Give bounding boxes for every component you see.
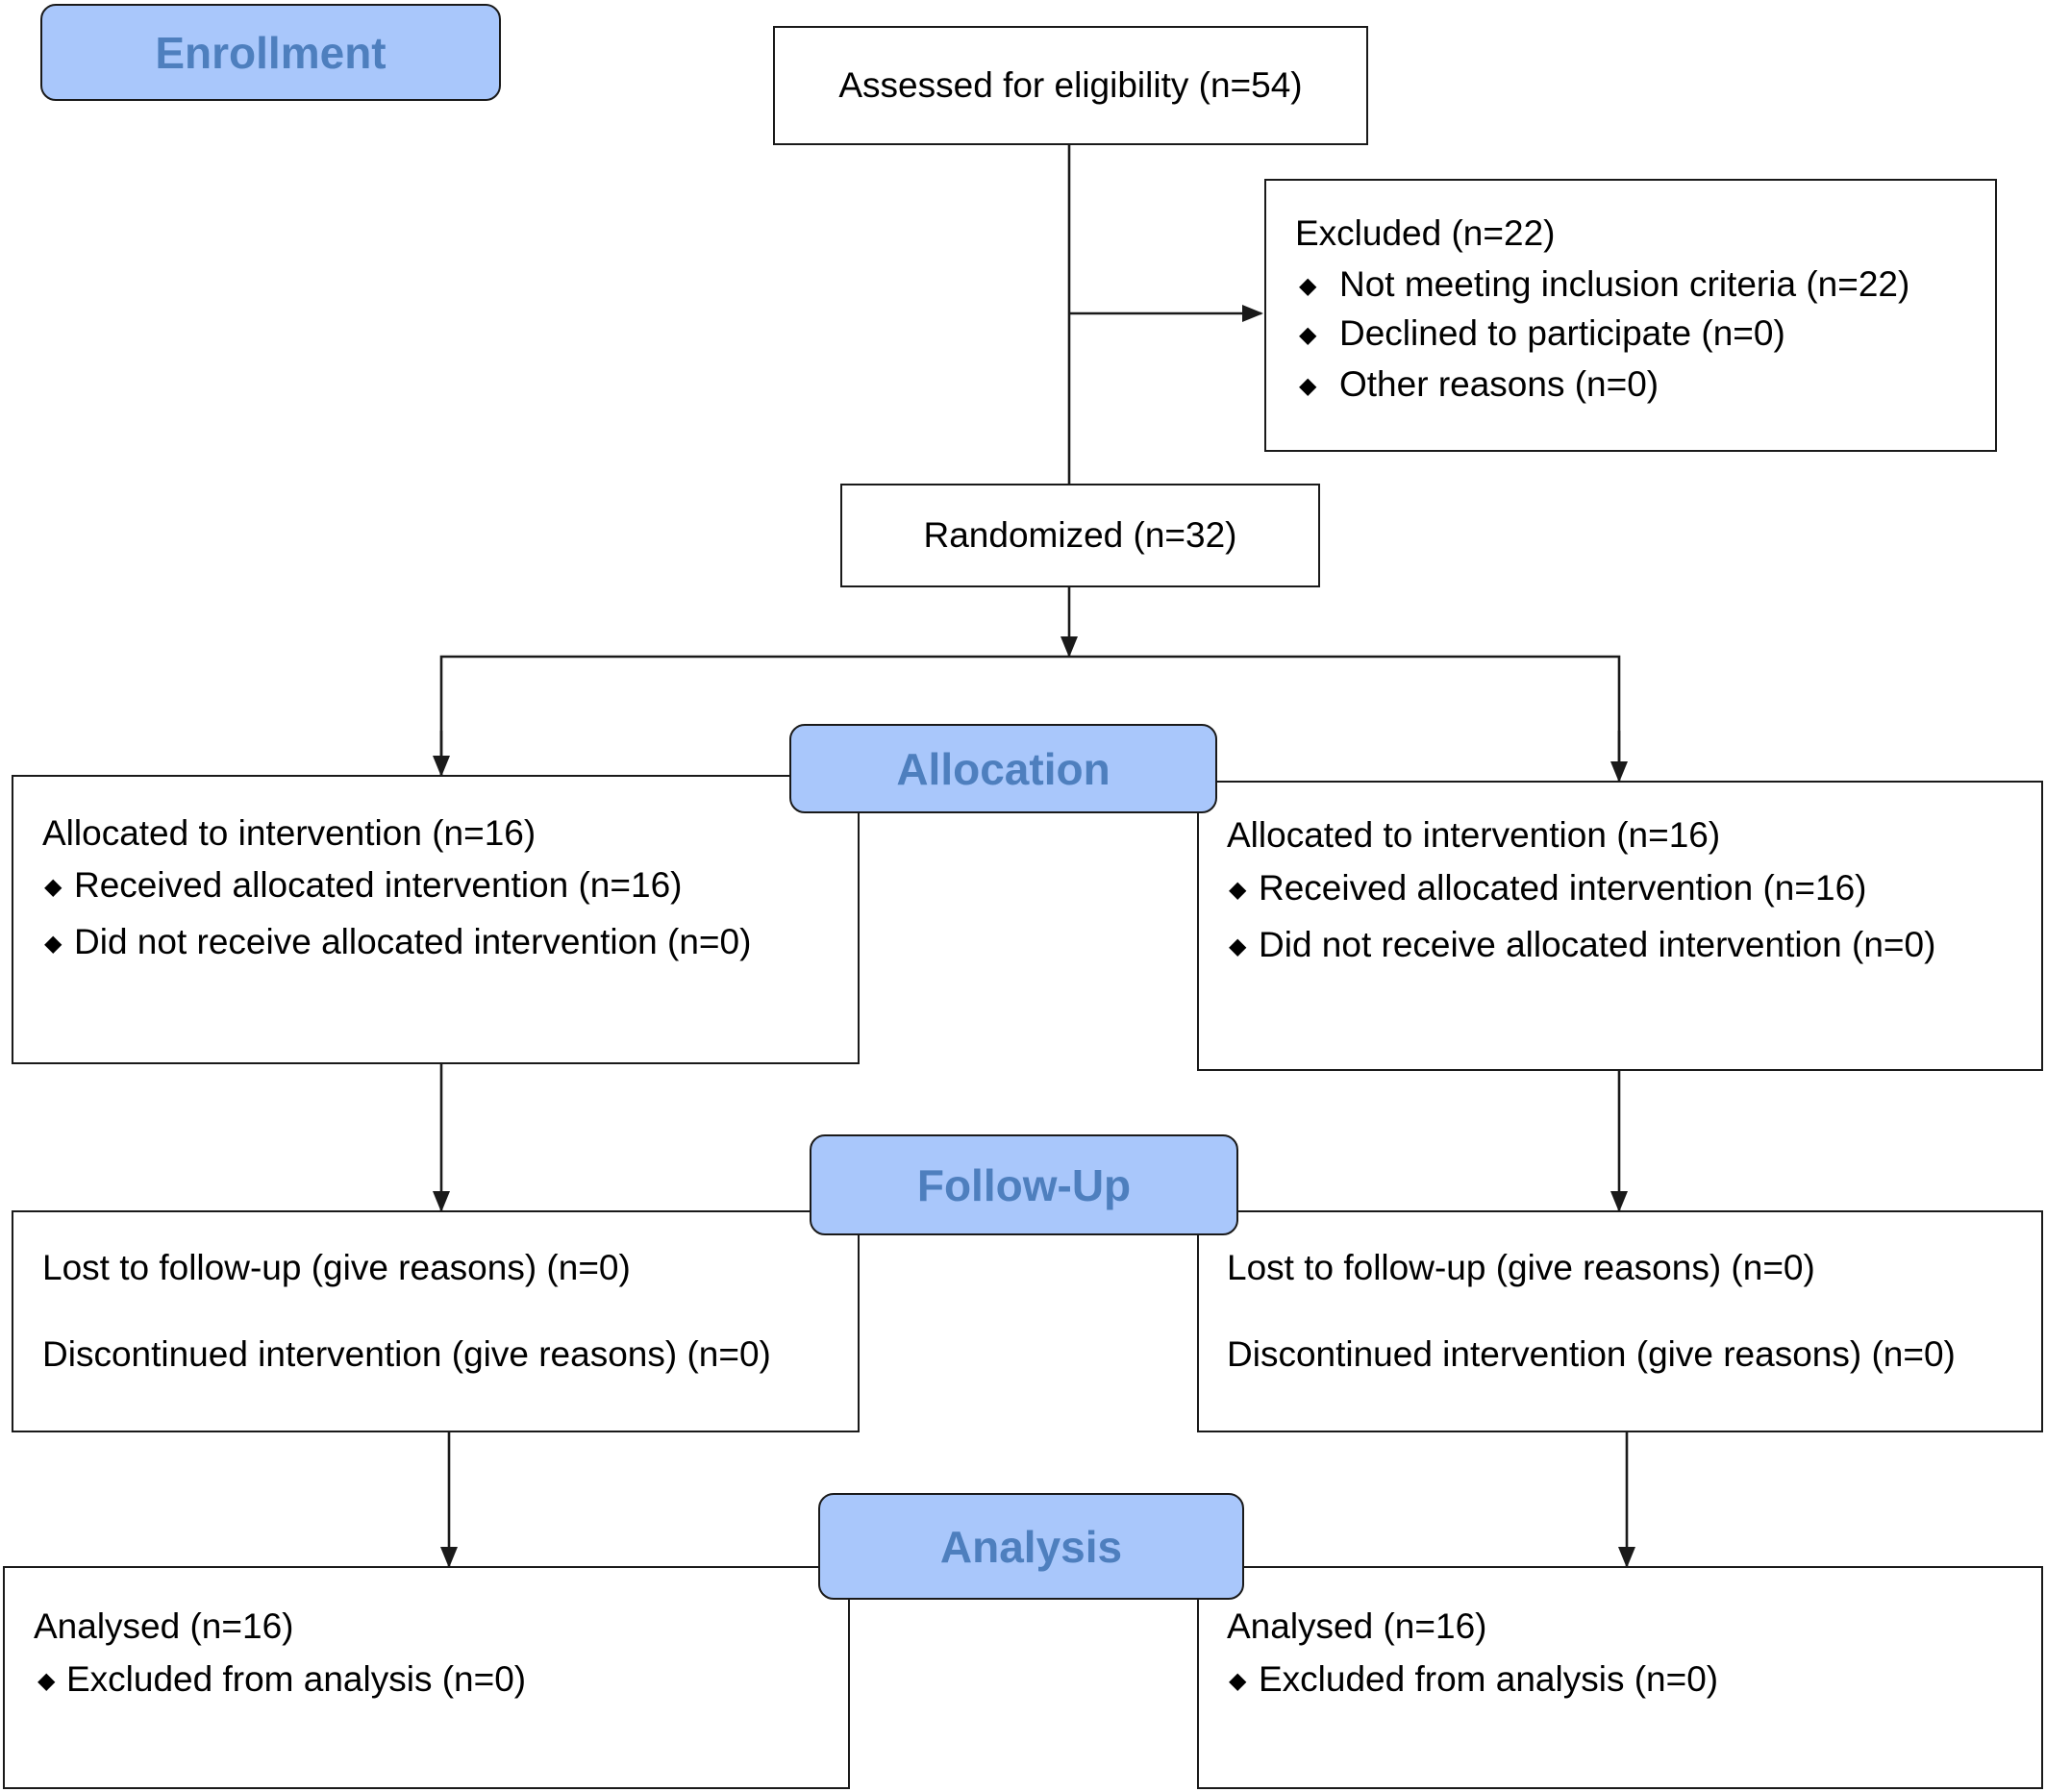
allocation-left-title: Allocated to intervention (n=16) [42,813,536,853]
allocation-right-title: Allocated to intervention (n=16) [1227,815,1721,855]
followup-right-discontinued: Discontinued intervention (give reasons)… [1227,1334,1956,1374]
allocation-right-box: Allocated to intervention (n=16) ◆ Recei… [1197,781,2043,1071]
stage-label-allocation: Allocation [789,724,1217,813]
bullet-icon: ◆ [1299,322,1317,348]
stage-label-follow-up: Follow-Up [810,1134,1238,1235]
followup-right-lost: Lost to follow-up (give reasons) (n=0) [1227,1248,1815,1287]
followup-left-discontinued: Discontinued intervention (give reasons)… [42,1334,771,1374]
excluded-box: Excluded (n=22) ◆ Not meeting inclusion … [1264,179,1997,452]
bullet-icon: ◆ [1299,273,1317,299]
followup-left-box: Lost to follow-up (give reasons) (n=0) D… [12,1210,860,1432]
stage-label-analysis: Analysis [818,1493,1244,1600]
analysis-left-item-1: Excluded from analysis (n=0) [66,1659,527,1699]
assessed-box: Assessed for eligibility (n=54) [773,26,1368,145]
allocation-right-item-2: Did not receive allocated intervention (… [1259,925,1936,964]
analysis-right-title: Analysed (n=16) [1227,1606,1487,1646]
allocation-left-item-1: Received allocated intervention (n=16) [74,865,683,905]
connector-split [439,655,1621,775]
allocation-left-item-2: Did not receive allocated intervention (… [74,922,752,961]
analysis-left-box: Analysed (n=16) ◆ Excluded from analysis… [3,1566,850,1789]
excluded-item-1: Not meeting inclusion criteria (n=22) [1339,264,1910,304]
bullet-icon: ◆ [44,931,62,957]
excluded-title: Excluded (n=22) [1295,213,1556,253]
bullet-icon: ◆ [1299,373,1317,399]
stage-label-analysis-text: Analysis [939,1521,1123,1572]
stage-label-enrollment: Enrollment [40,4,501,101]
allocation-left-box: Allocated to intervention (n=16) ◆ Recei… [12,775,860,1064]
bullet-icon: ◆ [44,874,62,900]
bullet-icon: ◆ [1229,1668,1247,1694]
randomized-box: Randomized (n=32) [840,484,1320,587]
randomized-text: Randomized (n=32) [923,515,1237,555]
bullet-icon: ◆ [1229,877,1247,903]
excluded-item-3: Other reasons (n=0) [1339,364,1659,404]
followup-left-lost: Lost to follow-up (give reasons) (n=0) [42,1248,631,1287]
allocation-right-item-1: Received allocated intervention (n=16) [1259,868,1867,908]
bullet-icon: ◆ [37,1668,56,1694]
stage-label-enrollment-text: Enrollment [155,27,387,78]
followup-right-box: Lost to follow-up (give reasons) (n=0) D… [1197,1210,2043,1432]
excluded-item-2: Declined to participate (n=0) [1339,313,1785,353]
stage-label-allocation-text: Allocation [896,743,1110,794]
analysis-left-title: Analysed (n=16) [34,1606,294,1646]
analysis-right-item-1: Excluded from analysis (n=0) [1259,1659,1719,1699]
assessed-text: Assessed for eligibility (n=54) [838,65,1303,105]
analysis-right-box: Analysed (n=16) ◆ Excluded from analysis… [1197,1566,2043,1789]
bullet-icon: ◆ [1229,933,1247,959]
stage-label-follow-up-text: Follow-Up [916,1159,1132,1210]
